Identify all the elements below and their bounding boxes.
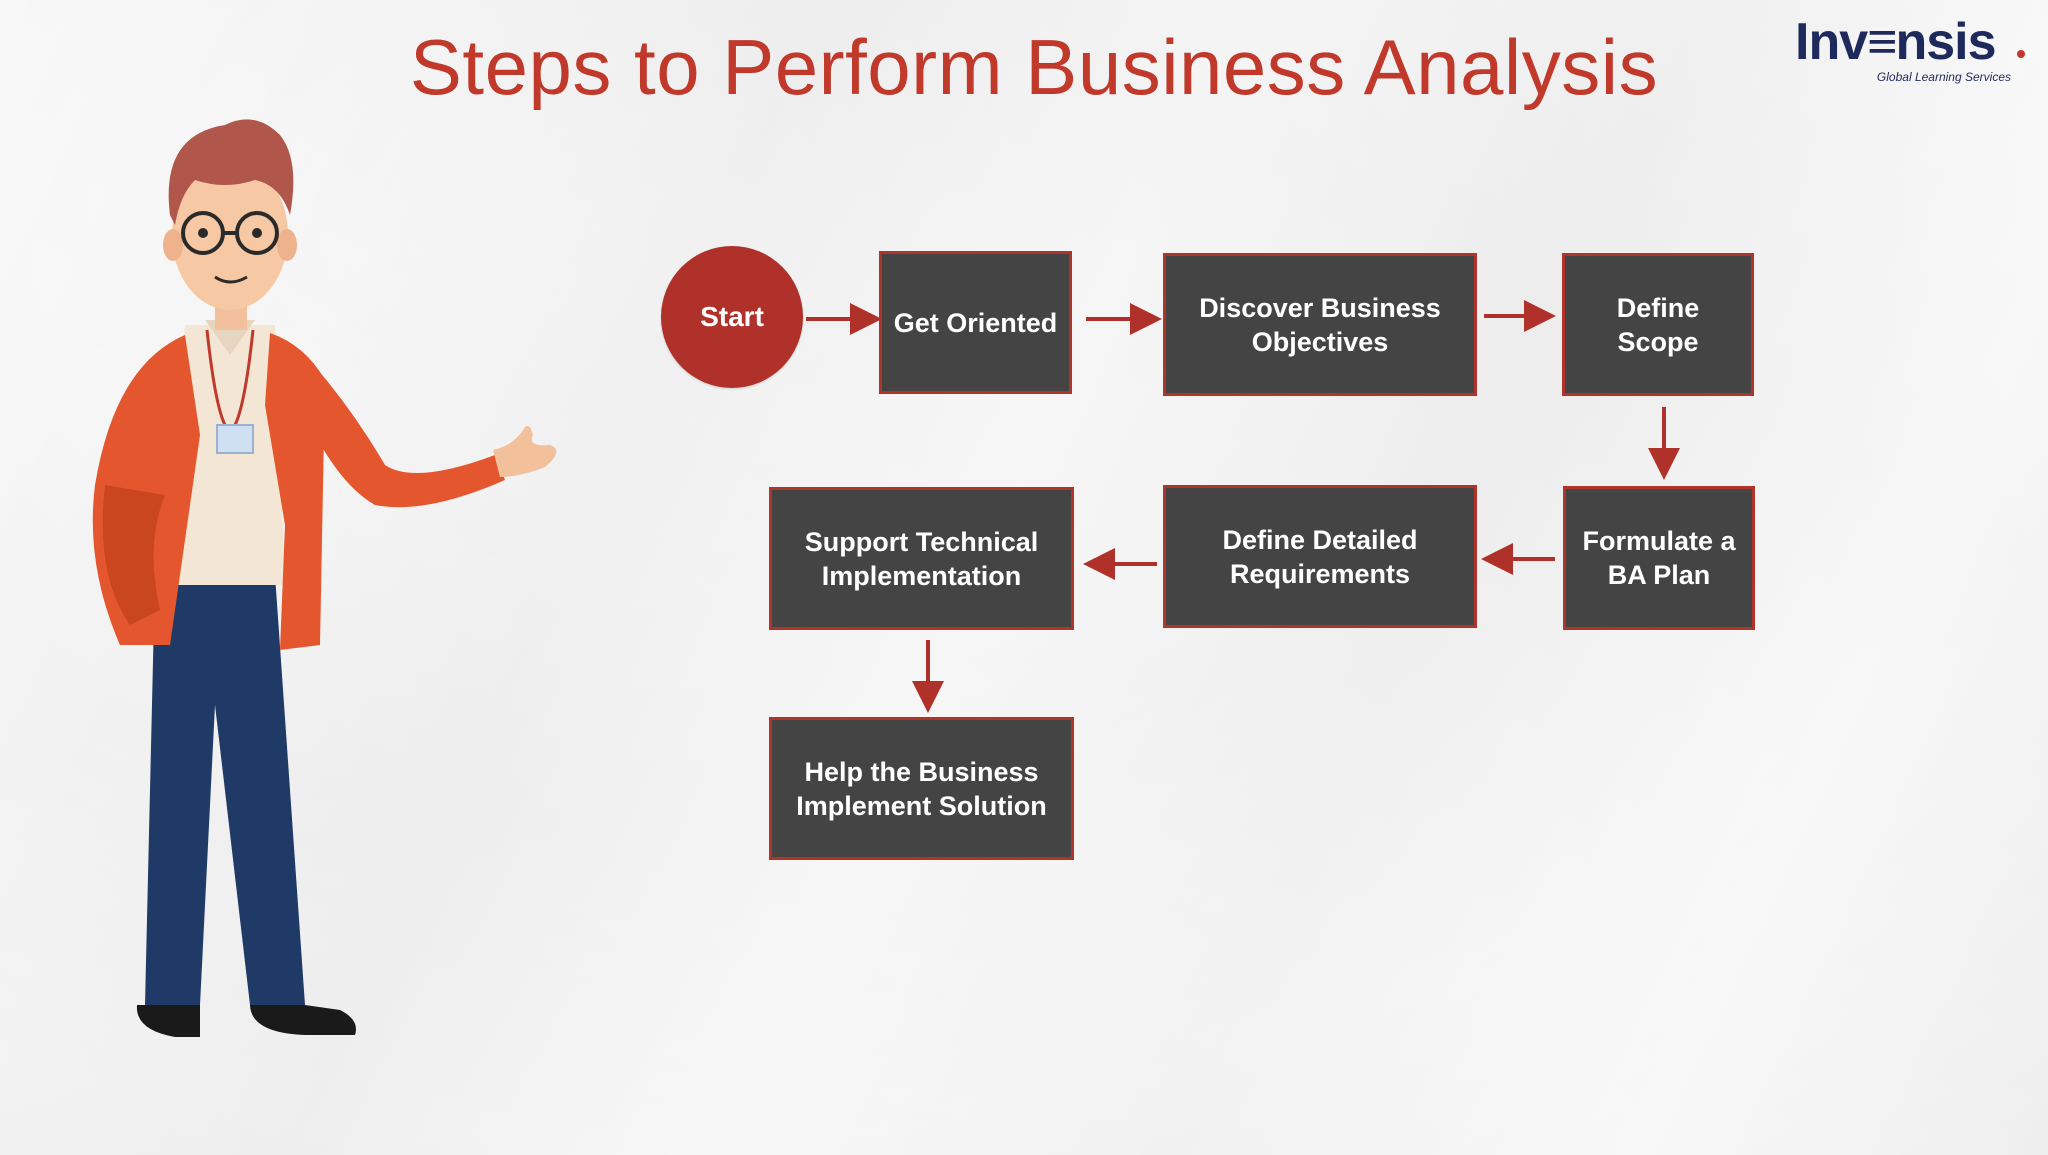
hair [168, 119, 294, 225]
trousers [145, 575, 305, 1005]
step-define-scope: Define Scope [1562, 253, 1754, 396]
step-get-oriented: Get Oriented [879, 251, 1072, 394]
step-support-technical-implementation: Support Technical Implementation [769, 487, 1074, 630]
start-node: Start [661, 246, 803, 388]
step-label: Support Technical Implementation [804, 526, 1039, 591]
invensis-logo: Inv≡nsis Global Learning Services [1795, 13, 2025, 84]
step-help-business-implement-solution: Help the Business Implement Solution [769, 717, 1074, 860]
left-arm [102, 485, 165, 625]
logo-tagline: Global Learning Services [1876, 70, 2011, 84]
lanyard [205, 329, 255, 426]
step-label: Get Oriented [893, 307, 1058, 338]
step-label: Formulate a BA Plan [1582, 526, 1736, 590]
left-shoe [136, 1005, 200, 1037]
right-shoe [250, 1005, 356, 1035]
shirt [165, 325, 285, 585]
step-define-detailed-requirements: Define Detailed Requirements [1163, 485, 1477, 628]
step-formulate-ba-plan: Formulate a BA Plan [1563, 486, 1755, 630]
logo-dot [2017, 50, 2025, 58]
logo-wordmark: Inv≡nsis [1795, 13, 1997, 71]
page-title: Steps to Perform Business Analysis [409, 23, 1659, 111]
hand [493, 426, 557, 477]
step-label: Define Detailed Requirements [1222, 524, 1418, 589]
presenter-illustration [92, 119, 557, 1037]
step-label: Help the Business Implement Solution [796, 756, 1047, 821]
step-discover-business-objectives: Discover Business Objectives [1163, 253, 1477, 396]
extended-arm [305, 355, 505, 508]
step-label: Discover Business Objectives [1199, 292, 1441, 357]
id-badge [216, 424, 254, 454]
step-label: Define Scope [1616, 292, 1700, 357]
